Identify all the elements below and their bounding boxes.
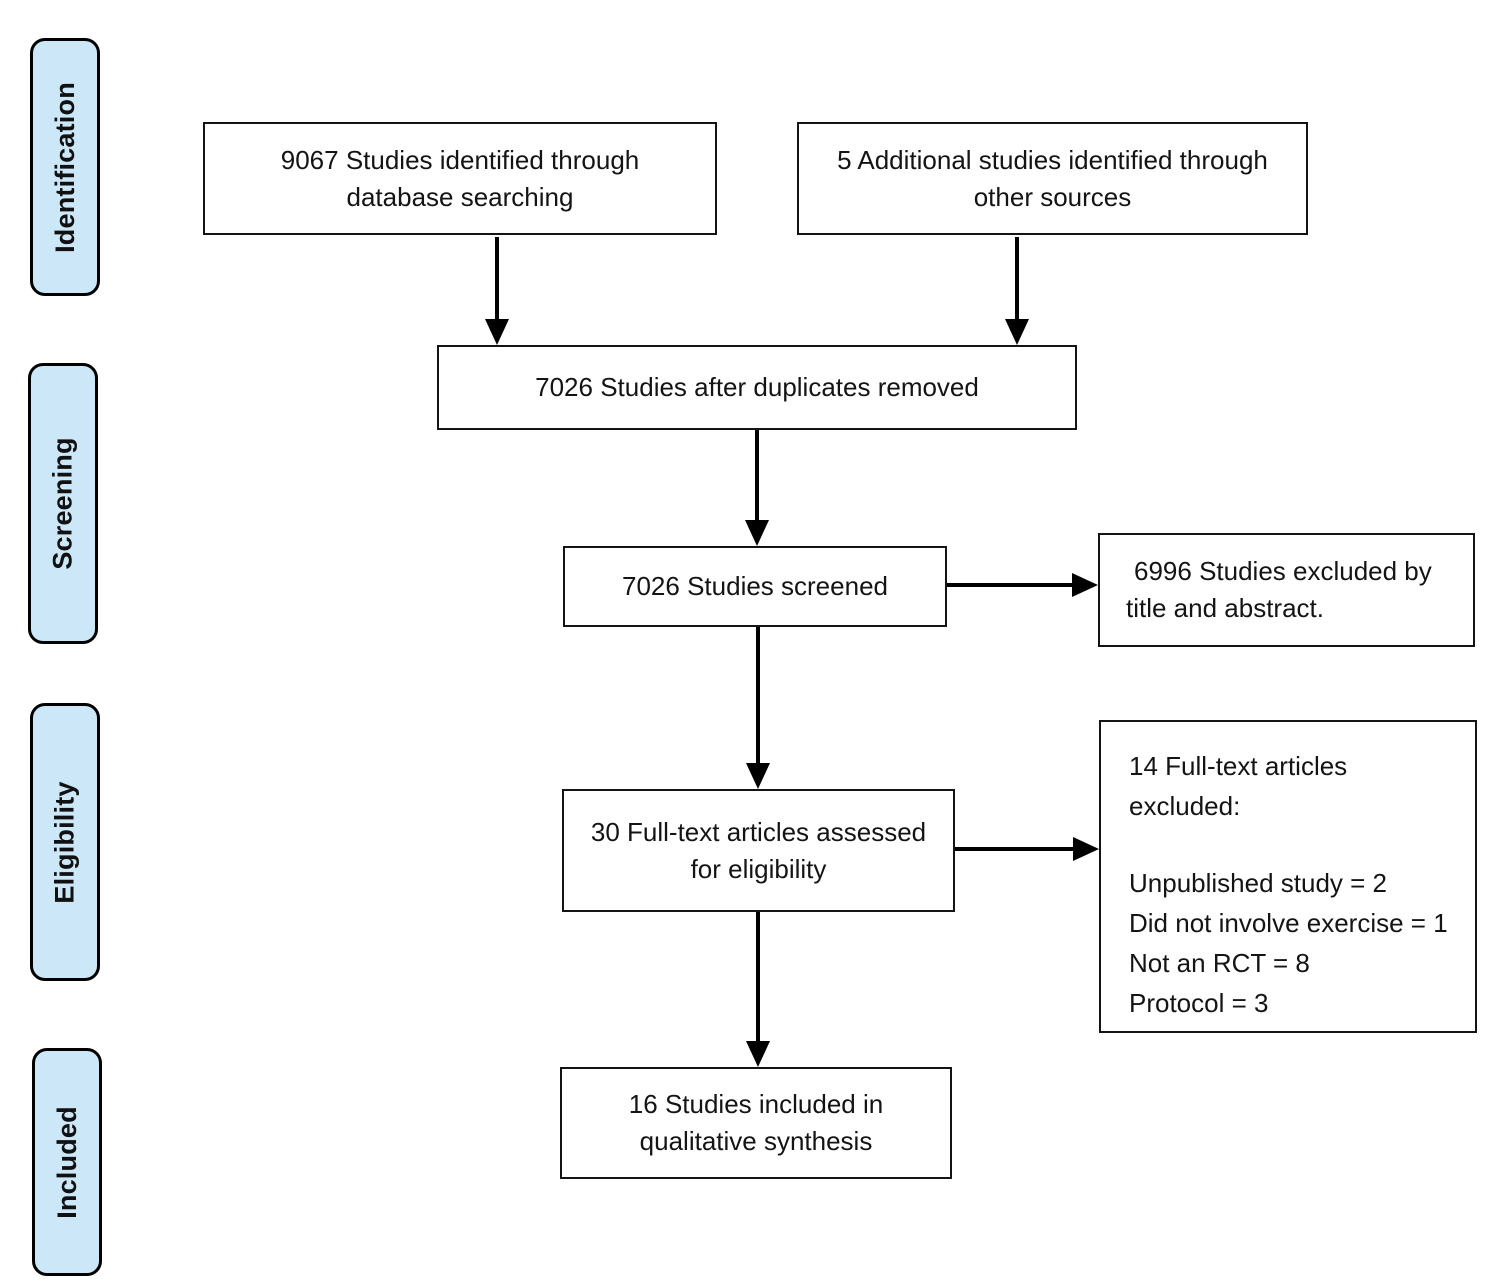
- node-screened-text: 7026 Studies screened: [622, 571, 888, 602]
- fulltext-excluded-gap: [1129, 826, 1461, 863]
- node-other-sources: 5 Additional studies identified through …: [797, 122, 1308, 235]
- stage-screening-label: Screening: [47, 437, 78, 570]
- node-screened: 7026 Studies screened: [563, 546, 947, 627]
- stage-identification-label: Identification: [49, 81, 80, 253]
- arrow-screened-to-fulltext-assessed: [756, 627, 760, 763]
- arrow-fulltext-assessed-to-excluded: [955, 847, 1073, 851]
- stage-included: Included: [32, 1048, 102, 1276]
- arrow-other-sources-to-after-duplicates: [1015, 237, 1019, 319]
- stage-identification: Identification: [30, 38, 100, 296]
- stage-eligibility: Eligibility: [30, 703, 100, 981]
- node-after-duplicates: 7026 Studies after duplicates removed: [437, 345, 1077, 430]
- node-database-search: 9067 Studies identified through database…: [203, 122, 717, 235]
- exclusion-reason-protocol: Protocol = 3: [1129, 988, 1269, 1018]
- exclusion-reason-no-exercise: Did not involve exercise = 1: [1129, 908, 1448, 938]
- node-database-search-text: 9067 Studies identified through database…: [280, 144, 640, 212]
- node-fulltext-assessed-text: 30 Full-text articles assessed for eligi…: [590, 816, 927, 884]
- node-other-sources-text: 5 Additional studies identified through …: [837, 144, 1268, 212]
- arrow-screened-to-excluded: [947, 583, 1072, 587]
- arrow-after-duplicates-to-screened: [755, 430, 759, 520]
- node-after-duplicates-text: 7026 Studies after duplicates removed: [535, 372, 979, 403]
- node-fulltext-excluded-heading: 14 Full-text articles excluded:: [1129, 751, 1348, 821]
- exclusion-reason-unpublished: Unpublished study = 2: [1129, 868, 1388, 898]
- node-included-qualitative-text: 16 Studies included in qualitative synth…: [628, 1089, 884, 1156]
- stage-screening: Screening: [28, 363, 98, 644]
- stage-eligibility-label: Eligibility: [49, 780, 80, 904]
- arrow-database-search-to-after-duplicates: [495, 237, 499, 319]
- node-excluded-title-abstract: 6996 Studies excluded by title and abstr…: [1098, 533, 1475, 647]
- exclusion-reason-not-rct: Not an RCT = 8: [1129, 948, 1310, 978]
- node-excluded-title-abstract-text: 6996 Studies excluded by title and abstr…: [1126, 556, 1432, 623]
- arrow-fulltext-assessed-to-included: [756, 912, 760, 1041]
- node-included-qualitative: 16 Studies included in qualitative synth…: [560, 1067, 952, 1179]
- stage-included-label: Included: [51, 1105, 82, 1219]
- node-fulltext-assessed: 30 Full-text articles assessed for eligi…: [562, 789, 955, 912]
- node-fulltext-excluded: 14 Full-text articles excluded: Unpublis…: [1099, 720, 1477, 1033]
